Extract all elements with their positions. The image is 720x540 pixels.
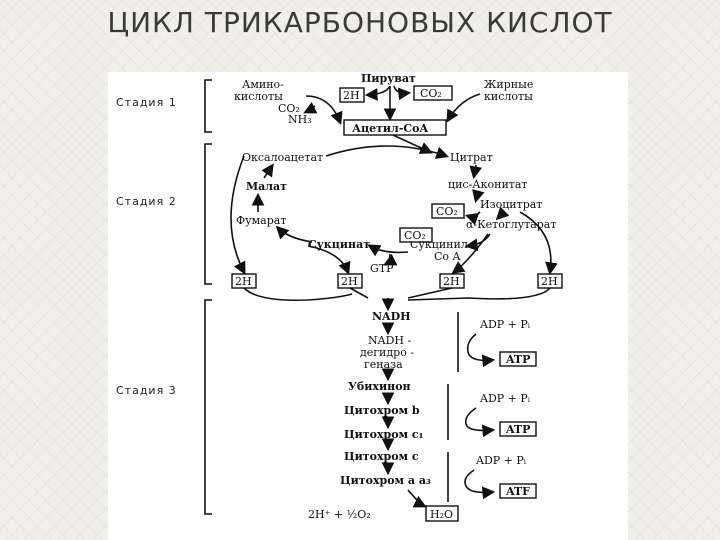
citrate-label: Цитрат (450, 151, 493, 164)
atp-label-3: ATF (505, 485, 530, 498)
isocitrate-label: Изоцитрат (480, 198, 542, 211)
cytochrome-c-label: Цитохром c (344, 450, 419, 463)
right-converge-line (407, 287, 551, 301)
oxaloacetate-label: Оксалоацетат (242, 151, 323, 164)
fatty-acids-label-2: кислоты (484, 90, 533, 103)
succinyl-coa-label-2: Co A (434, 250, 462, 263)
nadh-dh-label-2: дегидро - (360, 346, 414, 359)
nadh-dh-label-1: NADH - (368, 334, 411, 347)
stage1-bracket (204, 79, 212, 133)
left-converge-line (243, 287, 353, 302)
co2-label-stage1: CO₂ (420, 87, 442, 100)
pyruvate-2h-arrow (364, 85, 391, 101)
cytochrome-aa3-label: Цитохром a a₃ (340, 474, 431, 487)
oxaloacetate-to-citrate-arrow (325, 145, 450, 159)
adp-pi-label-1: ADP + Pᵢ (479, 318, 531, 331)
amino-acids-label-1: Амино- (242, 78, 284, 91)
amino-to-acetyl-arrow (305, 95, 343, 125)
ubiquinone-label: Убихинон (348, 380, 411, 393)
isocitrate-to-akg-arrow (495, 206, 510, 221)
atp-box-3 (499, 483, 537, 499)
stage3-label: Стадия 3 (116, 384, 177, 397)
isocitrate-2h-arrow (519, 211, 558, 276)
gtp-label: GTP (370, 262, 394, 275)
acetyl-coa-box (343, 119, 447, 136)
co2-nh3-label-1: CO₂ (278, 102, 300, 115)
atp-label-1: ATP (505, 353, 530, 366)
akg-2h-arrow (451, 233, 489, 274)
alpha-ketoglutarate-label: α-Кетоглутарат (466, 218, 556, 231)
stage2-bracket (204, 143, 212, 285)
site3-arrow (464, 469, 496, 500)
atp-box-2 (499, 421, 537, 437)
cytochrome-c1-label: Цитохром c₁ (344, 428, 424, 441)
mid2-converge-line (407, 287, 453, 299)
diagram-svg: Стадия 1 Стадия 2 Стадия 3 Пируват 2H CO… (116, 72, 563, 522)
atp-box-1 (499, 351, 537, 367)
co2-box-isocitrate (431, 203, 465, 219)
fatty-to-acetyl-arrow (446, 93, 481, 123)
succinyl-to-succinate-arrow (367, 244, 409, 257)
water-label: H₂O (430, 508, 453, 521)
site2-arrow (464, 407, 496, 438)
pyruvate-co2-arrow (393, 85, 412, 101)
final-equation-label: 2H⁺ + ½O₂ (308, 508, 371, 521)
cytaa3-to-water-arrow (407, 489, 427, 508)
cis-aconitate-label: цис-Аконитат (448, 178, 528, 191)
slide-title: ЦИКЛ ТРИКАРБОНОВЫХ КИСЛОТ (107, 6, 613, 39)
2h-label-mid2: 2H (443, 275, 460, 288)
2h-label-mid1: 2H (341, 275, 358, 288)
amino-co2-arrow (303, 101, 318, 114)
tca-cycle-diagram: Стадия 1 Стадия 2 Стадия 3 Пируват 2H CO… (108, 72, 628, 540)
succinate-2h-arrow (307, 245, 351, 275)
malate-label: Малат (246, 180, 287, 193)
adp-pi-label-3: ADP + Pᵢ (475, 454, 527, 467)
co2-label-akg: CO₂ (404, 229, 426, 242)
malate-to-oxaloacetate-arrow (261, 163, 274, 179)
cytochrome-b-label: Цитохром b (344, 404, 420, 417)
2h-box-stage1 (339, 87, 365, 103)
fatty-acids-label-1: Жирные (484, 78, 533, 91)
adp-pi-label-2: ADP + Pᵢ (479, 392, 531, 405)
co2-box-stage1 (413, 85, 453, 101)
stage2-label: Стадия 2 (116, 195, 177, 208)
isocitrate-co2-arrow (464, 211, 481, 226)
aconitate-to-isocitrate-arrow (472, 189, 485, 204)
succinate-label: Сукцинат (308, 238, 370, 251)
gtp-arrow (383, 253, 398, 266)
acetyl-coa-label: Ацетил-CoA (352, 122, 428, 135)
nadh-dh-label-3: геназа (364, 358, 403, 371)
2h-label-right: 2H (541, 275, 558, 288)
co2-nh3-label-2: NH₃ (288, 113, 312, 126)
stage3-bracket (204, 299, 212, 515)
water-box (425, 505, 459, 522)
co2-box-akg (399, 227, 433, 243)
succinate-to-fumarate-arrow (275, 225, 313, 243)
2h-label-left: 2H (235, 275, 252, 288)
atp-label-2: ATP (505, 423, 530, 436)
citrate-to-aconitate-arrow (469, 164, 483, 180)
co2-label-isocitrate: CO₂ (436, 205, 458, 218)
nadh-label: NADH (372, 310, 411, 323)
site1-arrow (466, 333, 496, 368)
fumarate-label: Фумарат (236, 214, 286, 227)
stage1-label: Стадия 1 (116, 96, 177, 109)
oxaloacetate-2h-arrow (230, 155, 246, 275)
amino-acids-label-2: кислоты (234, 90, 283, 103)
pyruvate-label: Пируват (361, 72, 416, 85)
2h-label-stage1: 2H (343, 89, 360, 102)
mid1-converge-line (349, 287, 369, 299)
